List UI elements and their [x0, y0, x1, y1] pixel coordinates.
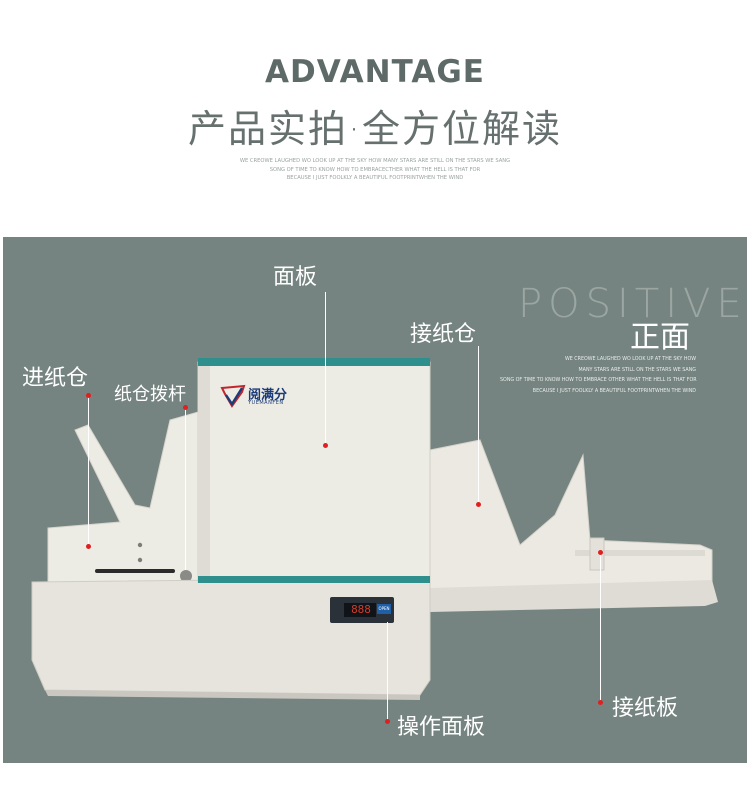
- dot-receiving-plate: [598, 550, 603, 555]
- lever-knob: [180, 570, 192, 582]
- paper-lever: [95, 569, 175, 573]
- hopper-hole: [137, 542, 143, 548]
- front-view-title: 正面: [630, 320, 690, 355]
- dot-operation-panel: [385, 719, 390, 724]
- leader-hopper-lever: [185, 408, 186, 570]
- leader-input-hopper: [88, 396, 89, 544]
- header-subtitle: 产品实拍·全方位解读: [187, 107, 563, 151]
- label-input-hopper: 进纸仓: [22, 366, 89, 391]
- cabinet-side-shade: [198, 362, 210, 582]
- dot-receiving-plate-end: [598, 700, 603, 705]
- led-display: [344, 603, 376, 617]
- side-fine-line: WE CREOWE LAUGHED WO LOOK UP AT THE SKY …: [565, 357, 696, 362]
- brand-name: 阅满分: [248, 388, 288, 403]
- output-tray-back: [429, 439, 713, 601]
- front-view-fine-text: WE CREOWE LAUGHED WO LOOK UP AT THE SKY …: [500, 355, 697, 397]
- leader-receiving-plate: [600, 552, 601, 702]
- dot-input-hopper: [86, 393, 91, 398]
- header-fine-line: SONG OF TIME TO KNOW HOW TO EMBRACECTHER…: [269, 166, 481, 173]
- output-tray-base: [430, 580, 718, 612]
- dot-receiving-bin: [476, 502, 481, 507]
- brand-name-en: YUEMANFEN: [248, 400, 284, 406]
- dot-panel: [323, 443, 328, 448]
- open-button-bg: [377, 604, 391, 614]
- label-operation-panel: 操作面板: [397, 715, 486, 740]
- leader-receiving-bin: [478, 346, 479, 504]
- leader-operation-panel: [387, 622, 388, 720]
- dot-hopper-lever: [183, 405, 188, 410]
- cabinet-top-trim: [198, 358, 430, 366]
- header-fine-line: WE CREOWE LAUGHED WO LOOK UP AT THE SKY …: [239, 158, 511, 164]
- tray-rail: [575, 550, 705, 556]
- side-fine-line: BECAUSE I JUST FOOLKLY A BEAUTIFUL FOOTP…: [532, 388, 696, 394]
- dot-input-hopper-end: [86, 544, 91, 549]
- hopper-hole: [137, 557, 143, 563]
- label-panel: 面板: [273, 265, 318, 290]
- base-shadow: [45, 690, 420, 700]
- side-fine-line: SONG OF TIME TO KNOW HOW TO EMBRACE OTHE…: [500, 378, 697, 383]
- machine-base: [31, 577, 431, 696]
- led-digits: 888: [351, 603, 371, 616]
- brand-logo-icon: [220, 384, 246, 408]
- label-hopper-lever: 纸仓拨杆: [114, 384, 186, 405]
- input-hopper: [47, 411, 199, 583]
- label-receiving-plate: 接纸板: [612, 696, 679, 721]
- label-receiving-bin: 接纸仓: [410, 322, 477, 347]
- cabinet-bottom-trim: [198, 576, 430, 583]
- open-button[interactable]: OPEN: [378, 606, 390, 611]
- header-fine-line: BECAUSE I JUST FOOLKLY A BEAUTIFUL FOOTP…: [286, 175, 464, 181]
- header-title: ADVANTAGE: [265, 54, 485, 90]
- positive-watermark: POSITIVE: [518, 281, 748, 327]
- header-fine-text: WE CREOWE LAUGHED WO LOOK UP AT THE SKY …: [0, 157, 750, 183]
- side-fine-line: MANY STARS ARE STILL ON THE STARS WE SAN…: [578, 367, 696, 373]
- leader-panel: [325, 292, 326, 445]
